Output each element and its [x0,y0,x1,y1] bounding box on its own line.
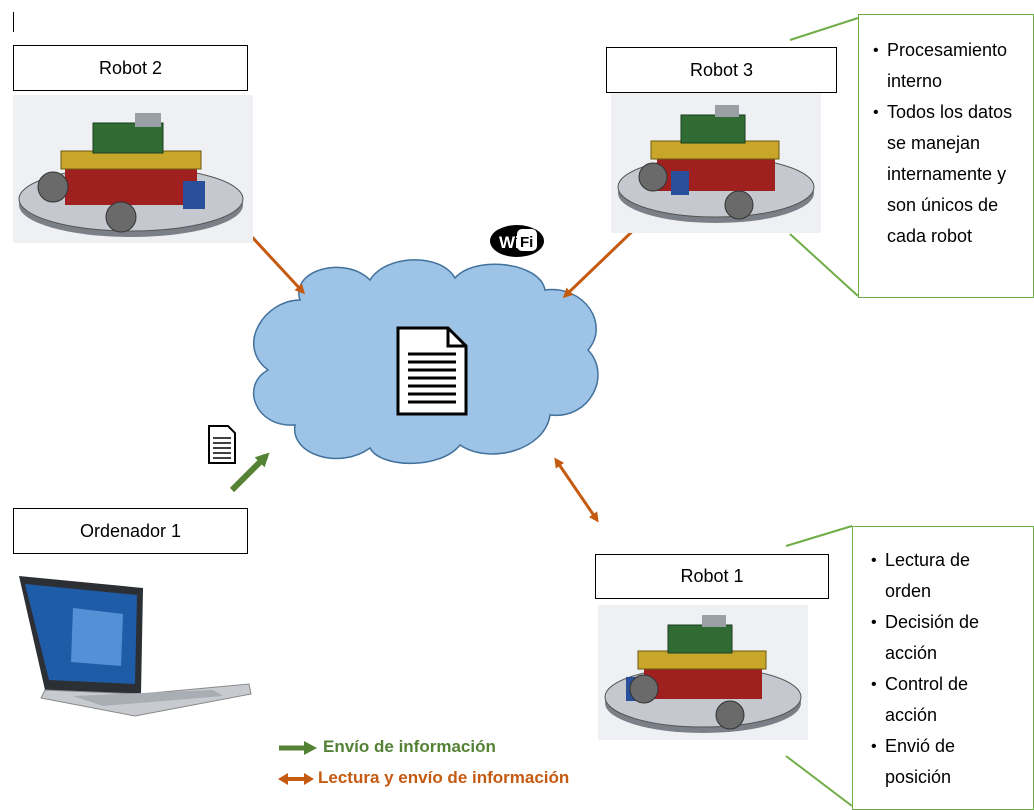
robot1-note-4: Envió de posición [867,731,995,793]
robot3-image [611,93,821,233]
legend-send: Envío de información [323,737,496,757]
wifi-icon [490,225,544,257]
robot1-image [598,605,808,740]
robot1-notes: Lectura de orden Decisión de acción Cont… [852,526,1034,810]
legend-read-send: Lectura y envío de información [318,768,569,788]
robot1-note-1: Lectura de orden [867,545,1005,607]
callout-line-robot1-top [785,525,853,547]
arrow-robot3-cloud [562,221,643,299]
robot1-label: Robot 1 [595,554,829,599]
arrow-computer-cloud [229,452,270,493]
robot3-note-1: Procesamiento interno [869,35,1033,97]
wifi-right-text: Fi [520,234,533,251]
legend-send-label: Envío de información [323,737,496,756]
computer-label: Ordenador 1 [13,508,248,554]
robot3-notes: Procesamiento interno Todos los datos se… [858,14,1034,298]
document-icon [396,326,468,416]
legend-read-send-label: Lectura y envío de información [318,768,570,787]
text-cursor [13,12,14,32]
legend-send-arrow [279,741,317,755]
robot2-label: Robot 2 [13,45,248,91]
legend-read-send-arrow [278,773,314,785]
robot2-image [13,95,253,243]
callout-line-robot1-bottom [785,755,853,807]
laptop-image [19,576,252,717]
callout-line-robot3-bottom [789,233,859,297]
wifi-left-text: Wi [499,233,520,252]
robot3-note-2: Todos los datos se manejan internamente … [869,97,1033,252]
robot3-label: Robot 3 [606,47,837,93]
small-document-icon [208,425,236,464]
robot1-note-3: Control de acción [867,669,1015,731]
robot1-note-2: Decisión de acción [867,607,1025,669]
arrow-robot1-cloud [554,457,599,523]
callout-line-robot3-top [789,17,859,41]
